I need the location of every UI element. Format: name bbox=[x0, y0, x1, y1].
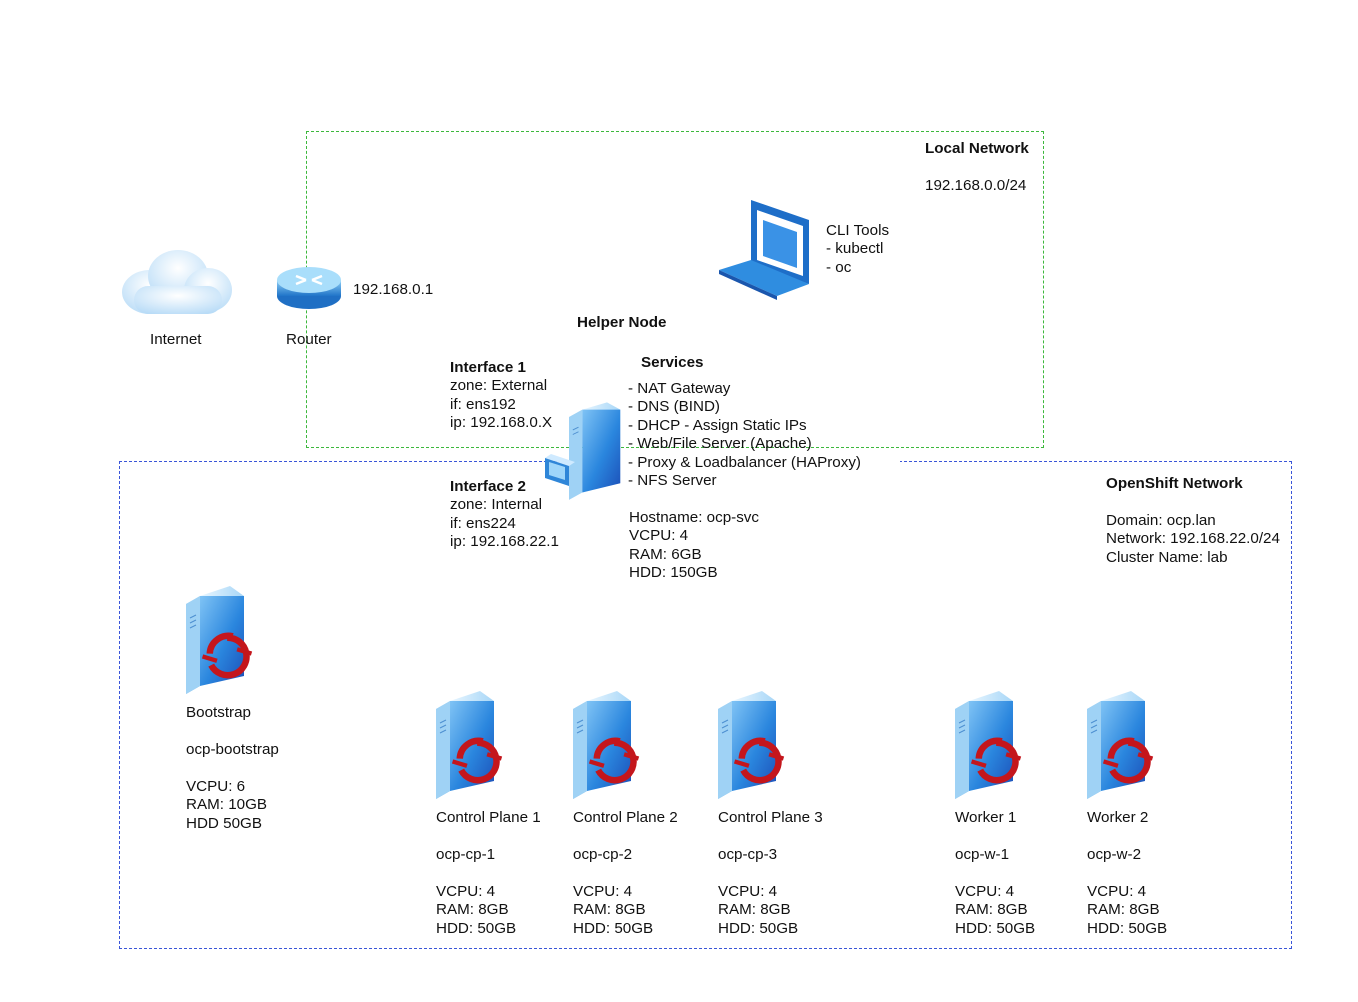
local-network-title: Local Network bbox=[925, 140, 1029, 157]
helper-ram: RAM: 6GB bbox=[629, 546, 702, 563]
node-ram: RAM: 8GB bbox=[573, 901, 646, 918]
cli-item: - kubectl bbox=[826, 240, 884, 257]
cloud-icon bbox=[122, 250, 232, 314]
interface2-if: if: ens224 bbox=[450, 515, 516, 532]
node-server-icon bbox=[1086, 690, 1167, 802]
service-item: - NAT Gateway bbox=[628, 380, 731, 397]
interface1-if: if: ens192 bbox=[450, 396, 516, 413]
node-vcpu: VCPU: 4 bbox=[436, 883, 496, 900]
service-item: - DNS (BIND) bbox=[628, 398, 720, 415]
bootstrap-ram: RAM: 10GB bbox=[186, 796, 268, 813]
interface2-ip: ip: 192.168.22.1 bbox=[450, 533, 559, 550]
node-hdd: HDD: 50GB bbox=[955, 920, 1036, 937]
router-ip: 192.168.0.1 bbox=[353, 281, 434, 298]
zone-border-gap bbox=[597, 456, 900, 468]
helper-node-title: Helper Node bbox=[577, 314, 667, 331]
interface1-ip: ip: 192.168.0.X bbox=[450, 414, 553, 431]
node-label: Worker 2 bbox=[1087, 809, 1149, 826]
service-item: - Proxy & Loadbalancer (HAProxy) bbox=[628, 454, 861, 471]
node-vcpu: VCPU: 4 bbox=[1087, 883, 1147, 900]
node-server-icon bbox=[572, 690, 653, 802]
helper-hdd: HDD: 150GB bbox=[629, 564, 718, 581]
service-item: - DHCP - Assign Static IPs bbox=[628, 417, 807, 434]
internet-label: Internet bbox=[150, 331, 202, 348]
node-server-icon bbox=[435, 690, 516, 802]
node-server-icon bbox=[954, 690, 1035, 802]
node-vcpu: VCPU: 4 bbox=[718, 883, 778, 900]
node-hostname: ocp-w-2 bbox=[1087, 846, 1142, 863]
node-label: Worker 1 bbox=[955, 809, 1017, 826]
node-hdd: HDD: 50GB bbox=[573, 920, 654, 937]
helper-vcpu: VCPU: 4 bbox=[629, 527, 689, 544]
node-label: Control Plane 1 bbox=[436, 809, 541, 826]
service-item: - NFS Server bbox=[628, 472, 717, 489]
node-hostname: ocp-cp-1 bbox=[436, 846, 496, 863]
openshift-network: Network: 192.168.22.0/24 bbox=[1106, 530, 1280, 547]
openshift-domain: Domain: ocp.lan bbox=[1106, 512, 1216, 529]
interface1-title: Interface 1 bbox=[450, 359, 526, 376]
openshift-cluster: Cluster Name: lab bbox=[1106, 549, 1228, 566]
services-title: Services bbox=[641, 354, 704, 371]
node-hostname: ocp-cp-2 bbox=[573, 846, 633, 863]
node-hostname: ocp-w-1 bbox=[955, 846, 1010, 863]
interface1-zone: zone: External bbox=[450, 377, 548, 394]
node-ram: RAM: 8GB bbox=[436, 901, 509, 918]
node-vcpu: VCPU: 4 bbox=[573, 883, 633, 900]
node-hdd: HDD: 50GB bbox=[718, 920, 799, 937]
laptop-icon bbox=[719, 200, 809, 300]
cli-item: - oc bbox=[826, 259, 852, 276]
bootstrap-vcpu: VCPU: 6 bbox=[186, 778, 246, 795]
cli-title: CLI Tools bbox=[826, 222, 890, 239]
router-icon bbox=[277, 267, 341, 309]
node-ram: RAM: 8GB bbox=[718, 901, 791, 918]
router-label: Router bbox=[286, 331, 332, 348]
node-server-icon bbox=[717, 690, 798, 802]
node-hostname: ocp-cp-3 bbox=[718, 846, 778, 863]
openshift-network-title: OpenShift Network bbox=[1106, 475, 1243, 492]
node-label: Control Plane 2 bbox=[573, 809, 678, 826]
node-hdd: HDD: 50GB bbox=[436, 920, 517, 937]
node-ram: RAM: 8GB bbox=[955, 901, 1028, 918]
node-hdd: HDD: 50GB bbox=[1087, 920, 1168, 937]
node-vcpu: VCPU: 4 bbox=[955, 883, 1015, 900]
node-label: Control Plane 3 bbox=[718, 809, 823, 826]
local-network-subnet: 192.168.0.0/24 bbox=[925, 177, 1027, 194]
bootstrap-label: Bootstrap bbox=[186, 704, 252, 721]
node-ram: RAM: 8GB bbox=[1087, 901, 1160, 918]
helper-hostname: Hostname: ocp-svc bbox=[629, 509, 759, 526]
interface2-zone: zone: Internal bbox=[450, 496, 543, 513]
bootstrap-server-icon bbox=[185, 585, 266, 697]
helper-server-icon bbox=[545, 402, 621, 500]
bootstrap-hdd: HDD 50GB bbox=[186, 815, 262, 832]
bootstrap-hostname: ocp-bootstrap bbox=[186, 741, 279, 758]
interface2-title: Interface 2 bbox=[450, 478, 526, 495]
service-item: - Web/File Server (Apache) bbox=[628, 435, 812, 452]
